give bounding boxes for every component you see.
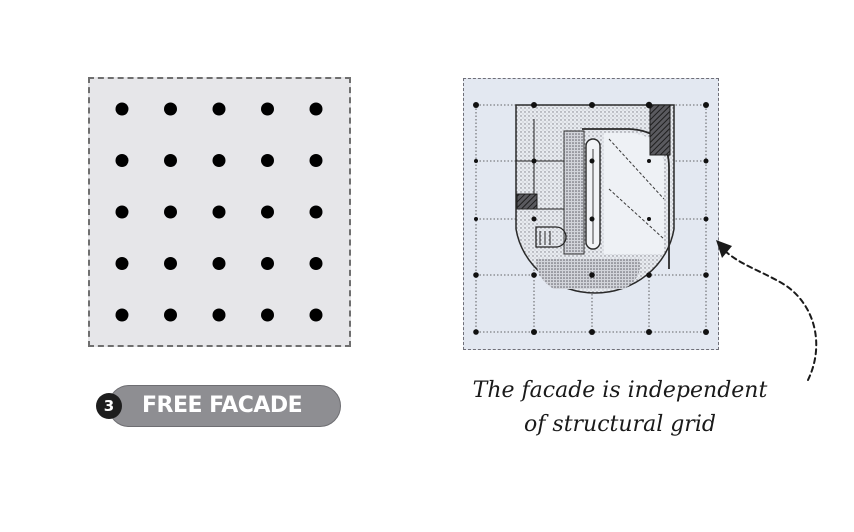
column-dot xyxy=(309,102,323,116)
ramp-lines xyxy=(608,138,665,240)
column-dot xyxy=(115,154,129,167)
column-dot xyxy=(261,257,274,270)
column-dot xyxy=(309,308,323,322)
floor-plan-panel xyxy=(463,78,719,350)
column-grid-panel xyxy=(88,77,351,347)
column-dot xyxy=(164,102,177,116)
column-dot xyxy=(115,102,129,116)
column-dot xyxy=(115,308,129,322)
column-dot xyxy=(309,257,323,270)
column-dot xyxy=(164,308,177,322)
column-dot xyxy=(115,205,129,219)
column-dot xyxy=(261,154,274,167)
caption-line-1: The facade is independent xyxy=(472,378,768,403)
column-dot xyxy=(212,257,226,270)
column-dot xyxy=(261,308,274,322)
badge-label: FREE FACADE xyxy=(142,393,303,418)
column-dot xyxy=(212,205,226,219)
column-dot xyxy=(261,205,274,219)
column-dot-grid xyxy=(115,102,323,322)
column-dot xyxy=(115,257,129,270)
column-dot xyxy=(261,102,274,116)
badge-number: 3 xyxy=(96,393,122,419)
column-dot xyxy=(164,154,177,167)
column-dot xyxy=(309,154,323,167)
caption-line-2: of structural grid xyxy=(524,412,716,437)
column-dot xyxy=(212,102,226,116)
column-dot xyxy=(212,154,226,167)
badge-pill xyxy=(108,385,341,427)
column-dot xyxy=(164,257,177,270)
caption: The facade is independent of structural … xyxy=(440,374,800,442)
plan-columns xyxy=(473,101,709,335)
annotation-arrow xyxy=(716,240,818,381)
arrow-head-icon xyxy=(716,240,732,258)
column-dot xyxy=(164,205,177,219)
floor-plan-drawing xyxy=(473,101,709,335)
hatched-wall xyxy=(649,104,671,156)
free-facade-badge: FREE FACADE 3 xyxy=(96,384,341,428)
column-dot xyxy=(212,308,226,322)
column-dot xyxy=(309,205,323,219)
